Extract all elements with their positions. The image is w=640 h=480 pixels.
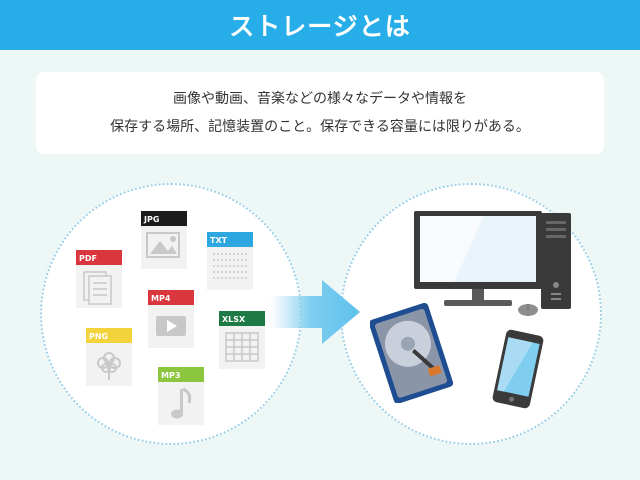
- file-jpg-label: JPG: [143, 215, 159, 224]
- file-mp3-label: MP3: [161, 371, 180, 380]
- play-icon: [156, 316, 186, 336]
- file-pdf-icon: PDF: [76, 250, 122, 308]
- image-icon: [146, 232, 180, 258]
- file-png-icon: PNG: [86, 328, 132, 386]
- page-title: ストレージとは: [229, 12, 411, 41]
- music-note-icon: [171, 387, 192, 419]
- desktop-monitor-icon: [414, 211, 542, 306]
- description-line-1: 画像や動画、音楽などの様々なデータや情報を: [173, 91, 467, 107]
- flower-icon: [97, 352, 121, 380]
- smartphone-icon: [492, 329, 544, 409]
- file-mp4-label: MP4: [151, 294, 171, 303]
- file-xlsx-label: XLSX: [222, 315, 246, 324]
- file-txt-icon: TXT: [207, 232, 253, 290]
- spreadsheet-icon: [225, 332, 259, 362]
- page-header: ストレージとは: [0, 0, 640, 50]
- file-xlsx-icon: XLSX: [219, 311, 265, 369]
- document-icon: [83, 271, 112, 305]
- file-txt-label: TXT: [210, 236, 228, 245]
- description-box: 画像や動画、音楽などの様々なデータや情報を 保存する場所、記憶装置のこと。保存で…: [36, 72, 604, 154]
- file-mp4-icon: MP4: [148, 290, 194, 348]
- pc-tower-icon: [541, 213, 571, 309]
- file-png-label: PNG: [89, 332, 108, 341]
- text-lines-icon: [213, 253, 247, 279]
- description-line-2: 保存する場所、記憶装置のこと。保存できる容量には限りがある。: [110, 119, 530, 135]
- file-mp3-icon: MP3: [158, 367, 204, 425]
- file-jpg-icon: JPG: [141, 211, 187, 269]
- file-pdf-label: PDF: [79, 254, 97, 263]
- hard-disk-drive-icon: [370, 303, 454, 403]
- mouse-icon: [518, 304, 538, 316]
- arrow-right-icon: [270, 280, 360, 344]
